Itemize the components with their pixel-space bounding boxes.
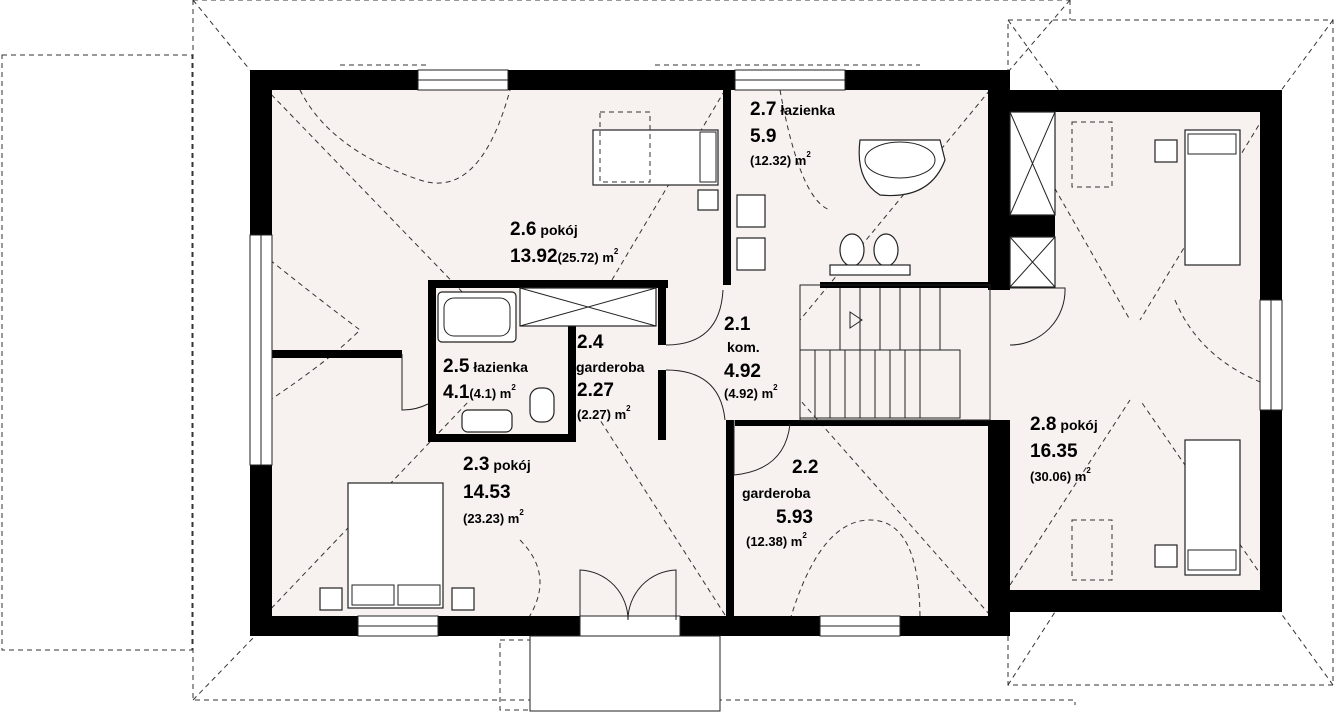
room-2-4-total: (2.27) m2 xyxy=(577,404,631,422)
wardrobe-2-8 xyxy=(1009,111,1113,581)
room-2-1-name: kom. xyxy=(727,339,760,355)
stairs xyxy=(799,284,991,421)
room-2-6-area: 13.92(25.72) m2 xyxy=(510,246,619,267)
room-2-7-total: (12.32) m2 xyxy=(750,150,811,168)
room-2-2-area: 5.93 xyxy=(776,507,813,528)
room-2-8-area: 16.35 xyxy=(1030,441,1078,462)
bathroom-2-5-fixtures xyxy=(437,287,657,433)
room-2-3-total: (23.23) m2 xyxy=(463,508,524,526)
room-2-2-number: 2.2 xyxy=(792,457,818,478)
room-2-7-area: 5.9 xyxy=(750,126,776,147)
room-2-4-number: 2.4 xyxy=(577,332,604,353)
beds xyxy=(319,111,1241,611)
room-2-1-number: 2.1 xyxy=(724,314,751,335)
room-2-5-area: 4.1(4.1) m2 xyxy=(443,382,516,403)
room-labels: 2.1 kom. 4.92 (4.92) m2 2.2 garderoba 5.… xyxy=(443,99,1098,549)
balcony xyxy=(529,569,721,712)
room-2-4-name: garderoba xyxy=(576,359,645,375)
room-2-2-total: (12.38) m2 xyxy=(746,531,807,549)
room-2-2-name: garderoba xyxy=(742,485,811,501)
room-2-1-total: (4.92) m2 xyxy=(724,383,778,401)
room-2-4-area: 2.27 xyxy=(577,380,614,401)
bathroom-2-7-fixtures xyxy=(736,139,946,276)
windows xyxy=(249,69,1283,637)
doors xyxy=(401,287,1066,476)
room-2-1-area: 4.92 xyxy=(724,361,761,382)
room-2-8-total: (30.06) m2 xyxy=(1030,466,1091,484)
room-2-3-area: 14.53 xyxy=(463,482,511,503)
interior-walls xyxy=(272,90,1055,620)
